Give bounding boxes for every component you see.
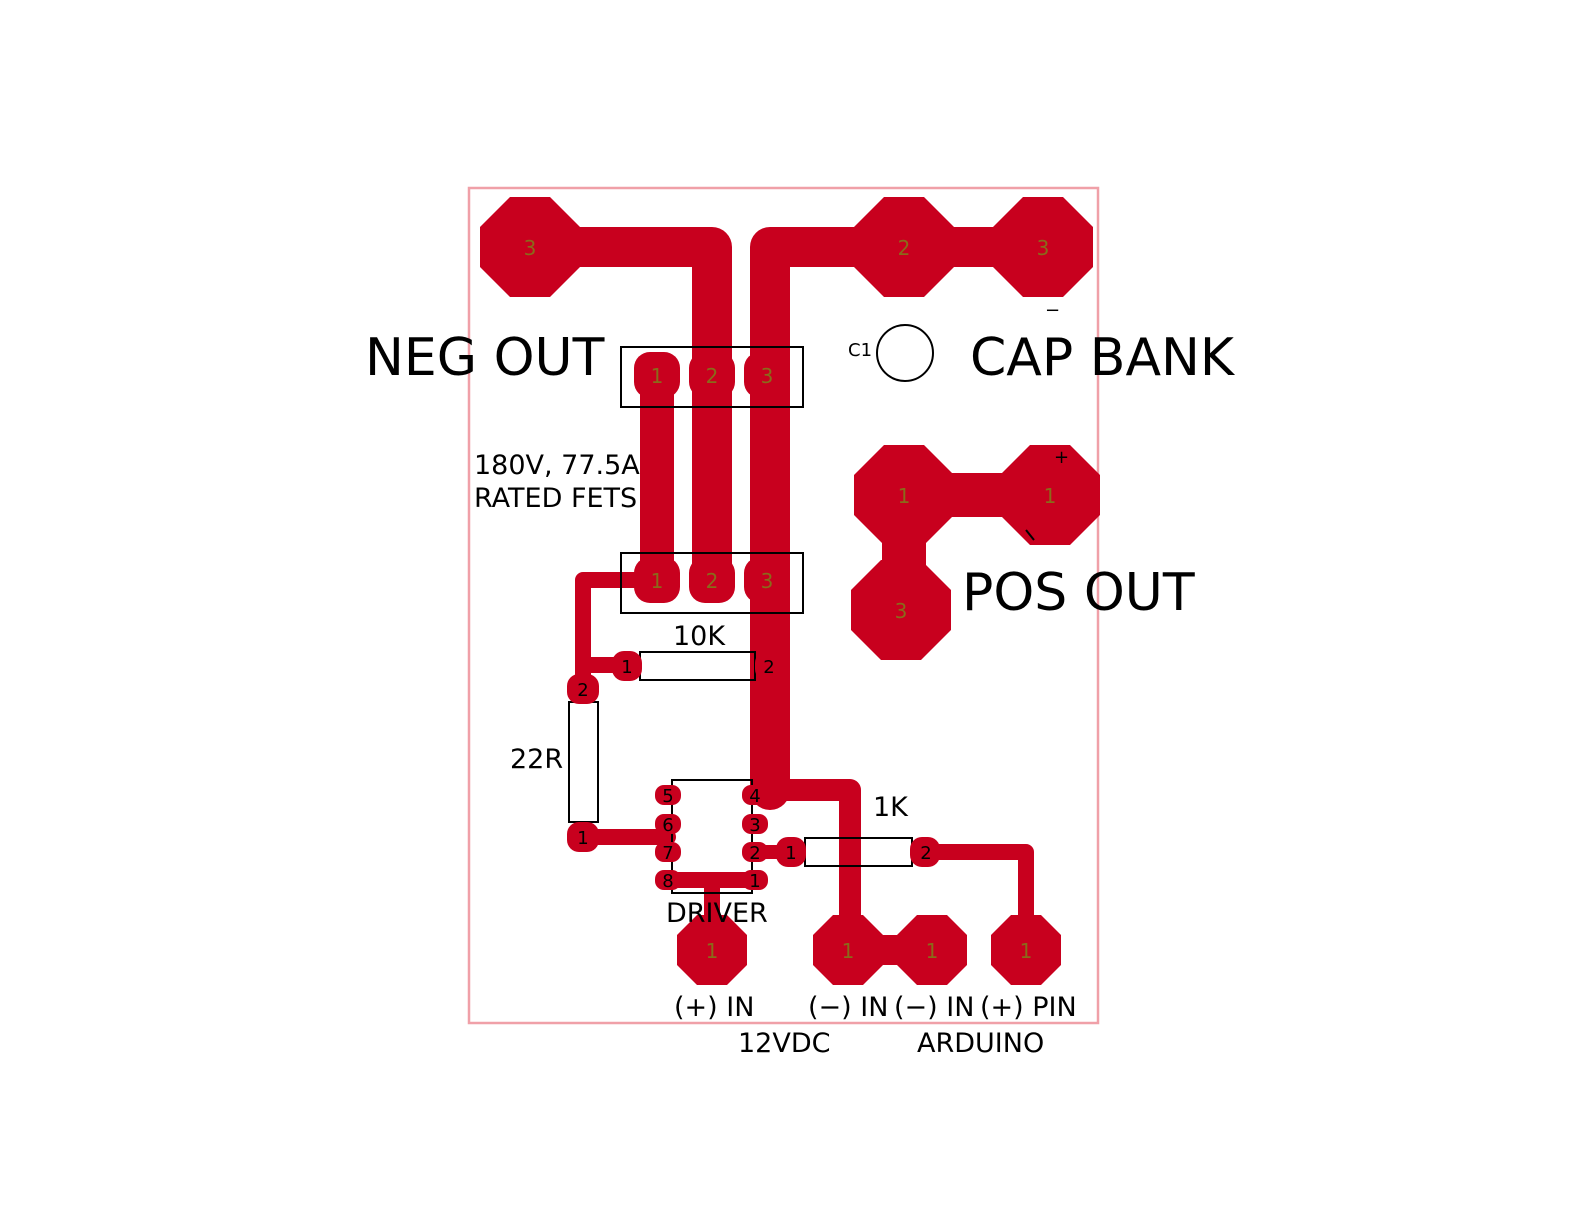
power-pads: 3 2 3 1 1 3 [480, 197, 1100, 660]
driver-pin-8-number: 8 [662, 871, 673, 892]
minus-in-pad-2-number: 1 [926, 939, 939, 963]
resistor-22r: 2 1 [567, 674, 599, 852]
resistor-22r-body [568, 701, 599, 823]
connector-pads: 1 1 1 1 [677, 915, 1061, 985]
resistor-10k-pad-1-number: 1 [621, 657, 632, 678]
fet-rating-line2: RATED FETS [474, 483, 637, 514]
driver-pin-2-number: 2 [749, 843, 760, 864]
resistor-22r-pad-2-number: 2 [577, 680, 588, 701]
minus-in-pad-1 [813, 915, 883, 985]
plus-in-label: (+) IN [674, 992, 754, 1023]
resistor-1k: 1 2 [776, 837, 940, 867]
cap-bank-pad-a [854, 197, 954, 297]
cap-bank-pad-b-number: 3 [1037, 236, 1050, 260]
resistor-1k-pad-2-number: 2 [920, 843, 931, 864]
supply-12vdc-label: 12VDC [738, 1028, 830, 1059]
resistor-22r-pad-1-number: 1 [577, 828, 588, 849]
resistor-22r-label: 22R [510, 744, 563, 775]
driver-pin-1-number: 1 [749, 871, 760, 892]
fet-top-pad-2 [689, 352, 735, 398]
plus-in-pad-number: 1 [706, 939, 719, 963]
fet-bottom-pad-2-number: 2 [706, 569, 719, 593]
minus-in-pad-1-number: 1 [842, 939, 855, 963]
plus-pin-label: (+) PIN [980, 992, 1077, 1023]
fet-top-outline [620, 346, 804, 408]
cap-bank-pad-b [993, 197, 1093, 297]
pos-out-pad-c [851, 560, 951, 660]
resistor-1k-pad-1 [776, 837, 806, 867]
resistor-1k-label: 1K [873, 792, 909, 823]
pos-out-pad-b-number: 1 [1044, 484, 1057, 508]
minus-in-pad-2 [897, 915, 967, 985]
driver-pin-4-number: 4 [749, 786, 760, 807]
fet-bottom-pad-3 [744, 557, 790, 603]
driver-pin-5 [655, 785, 681, 805]
fet-bottom-pad-3-number: 3 [761, 569, 774, 593]
minus-in-label-2: (−) IN [894, 992, 974, 1023]
plus-pin-pad [991, 915, 1061, 985]
arduino-label: ARDUINO [917, 1028, 1044, 1059]
resistor-1k-pad-1-number: 1 [785, 843, 796, 864]
resistor-10k-pad-1 [612, 651, 642, 681]
resistor-10k-pad-2-number: 2 [763, 657, 774, 678]
plus-pin-pad-number: 1 [1020, 939, 1033, 963]
driver-ic: 5 6 7 8 4 3 2 1 [655, 779, 768, 894]
fet-bottom-pad-1-number: 1 [651, 569, 664, 593]
driver-pin-6 [655, 814, 681, 834]
fet-rating-line1: 180V, 77.5A [474, 450, 640, 481]
cap-bank-pad-a-number: 2 [898, 236, 911, 260]
pos-out-label: POS OUT [962, 563, 1195, 623]
pos-out-pad-b [1000, 445, 1100, 545]
fet-top-pad-1 [634, 352, 680, 398]
neg-out-label: NEG OUT [365, 328, 605, 388]
driver-pin-5-number: 5 [662, 786, 673, 807]
cap-plus-mark: + [1054, 447, 1069, 468]
capacitor-c1-label: C1 [848, 340, 872, 361]
driver-pin-8 [655, 870, 681, 890]
resistor-10k-body [639, 651, 756, 681]
driver-pin-7 [655, 842, 681, 862]
minus-in-label-1: (−) IN [808, 992, 888, 1023]
resistor-10k-pad-2 [755, 651, 783, 681]
capacitor-c1-outline [876, 324, 934, 382]
cap-bank-label: CAP BANK [970, 328, 1236, 388]
fet-bottom-pad-2 [689, 557, 735, 603]
fet-bottom-outline [620, 552, 804, 614]
neg-out-pad-number: 3 [524, 236, 537, 260]
fet-top-pad-2-number: 2 [706, 364, 719, 388]
fet-top-pad-3 [744, 352, 790, 398]
pos-out-pad-a [854, 445, 954, 545]
resistor-10k-label: 10K [673, 621, 726, 652]
fet-top-pad-1-number: 1 [651, 364, 664, 388]
driver-pin-4 [742, 785, 768, 805]
driver-pin-3-number: 3 [749, 815, 760, 836]
fet-bottom: 1 2 3 [620, 552, 804, 614]
neg-out-pad [480, 197, 580, 297]
orientation-tick [1025, 529, 1035, 541]
resistor-10k: 1 2 [612, 651, 783, 681]
resistor-22r-pad-1 [567, 822, 599, 852]
resistor-1k-pad-2 [910, 837, 940, 867]
plus-in-pad [677, 915, 747, 985]
driver-ic-body [671, 779, 753, 894]
driver-pin-1 [742, 870, 768, 890]
cap-minus-mark: − [1045, 300, 1060, 321]
fet-bottom-pad-1 [634, 557, 680, 603]
driver-pin-7-number: 7 [662, 843, 673, 864]
fet-top-pad-3-number: 3 [761, 364, 774, 388]
driver-pin-6-number: 6 [662, 815, 673, 836]
driver-label: DRIVER [666, 898, 768, 929]
resistor-22r-pad-2 [567, 674, 599, 704]
driver-pin-2 [742, 842, 768, 862]
pos-out-pad-c-number: 3 [895, 599, 908, 623]
pos-out-pad-a-number: 1 [898, 484, 911, 508]
board-outline [467, 186, 1100, 1025]
fet-top: 1 2 3 [620, 346, 804, 408]
driver-pin-3 [742, 814, 768, 834]
